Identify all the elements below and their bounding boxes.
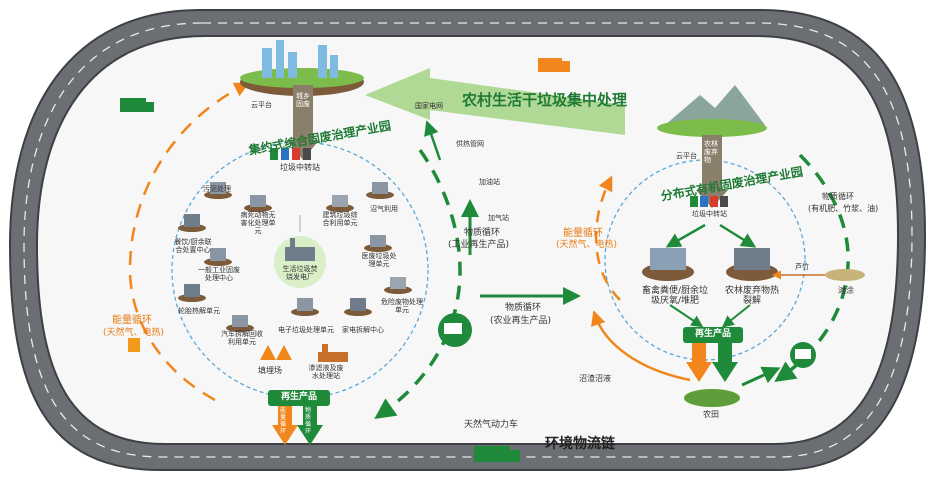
left-energy-down-arrow: [272, 406, 298, 445]
biogas-use-label: 沼气利用: [370, 205, 398, 213]
truck-right: [790, 342, 816, 368]
center-node-label: 生活垃圾焚烧发电厂: [282, 265, 318, 282]
kitchen-label: 餐饮/厨余联合处置中心: [174, 238, 212, 255]
left-energy-product-label: 能量循环: [280, 407, 287, 435]
material-industrial-line1: 物质循环: [464, 228, 501, 238]
medical-label: 医废垃圾处理单元: [361, 252, 397, 269]
left-material-down-arrow: [297, 406, 323, 445]
rural-collection-arrow: [365, 68, 625, 135]
left-transfer-label: 垃圾中转站: [280, 163, 320, 172]
left-bins: [270, 148, 311, 160]
material-agri-line2: (农业再生产品): [490, 316, 552, 326]
construction-label: 建筑垃圾综合利用单元: [322, 211, 358, 228]
truck-mid: [438, 313, 472, 347]
right-material-down-arrow: [712, 343, 738, 382]
right-recycled-box: [683, 327, 743, 343]
right-orange-loop-2: [591, 310, 691, 382]
tire-label: 轮胎热解单元: [178, 307, 220, 315]
road-center-line: [23, 22, 913, 458]
right-energy-cycle-line2: (天然气、电热): [556, 240, 618, 250]
right-transfer-label: 垃圾中转站: [692, 210, 727, 218]
beach-icon: [825, 269, 865, 281]
cloud-label: 云平台: [251, 101, 272, 109]
right-unit-icons: [642, 248, 778, 281]
ewaste-label: 电子垃圾处理单元: [278, 326, 334, 334]
left-energy-cycle-line2: (天然气、电热): [103, 328, 165, 338]
hazardous-label: 危险废物处理单元: [381, 298, 423, 315]
appliance-label: 家电拆解中心: [342, 326, 384, 334]
left-recycled-label: 再生产品: [280, 392, 317, 402]
farmland-label: 农田: [703, 410, 719, 419]
left-recycled-box: [268, 390, 330, 406]
bamboo-label: 芦竹: [795, 263, 809, 271]
garbage-truck-icon: [120, 98, 154, 112]
industrial-label: 一般工业固废处理中心: [198, 266, 240, 283]
right-waste-funnel: [702, 135, 722, 190]
material-agri-line1: 物质循环: [505, 303, 542, 313]
grid-up-arrow: [424, 120, 442, 161]
left-outer-green-loop: [374, 148, 462, 420]
forest-pyro-label: 农林废弃物热裂解: [724, 286, 779, 307]
rural-collection-label: 农村生活干垃圾集中处理: [462, 91, 628, 109]
city-buildings-icon: [262, 40, 338, 78]
right-to-recycled-l: [669, 304, 704, 328]
rural-waste-label: 农林废弃物: [704, 140, 718, 165]
right-recycled-label: 再生产品: [694, 329, 731, 339]
material-right-line1: 物质循环: [822, 192, 854, 201]
cloud-right-label: 云平台: [676, 152, 697, 160]
heating-label: 供热管网: [456, 140, 484, 148]
beach-label: 滩涂: [838, 286, 854, 295]
factory-icon: [285, 238, 315, 261]
left-inner-orange-loop: [128, 82, 250, 402]
state-grid-label: 国家电网: [415, 102, 443, 110]
right-mountain: [665, 85, 765, 125]
left-unit-icons: [178, 182, 412, 362]
leachate-label: 渗滤液及废水处理站: [308, 364, 344, 381]
right-to-recycled-r: [721, 304, 751, 328]
farm-to-right: [741, 366, 781, 387]
right-energy-down-arrow: [686, 343, 712, 382]
gas-station-label: 加油站: [479, 178, 500, 186]
right-split-left: [665, 223, 706, 248]
truck-top: [538, 58, 570, 72]
livestock-label: 畜禽粪便/厨余垃圾厌氧/堆肥: [641, 286, 709, 307]
left-energy-cycle-line1: 能量循环: [112, 315, 152, 326]
sludge-label: 污泥处理: [203, 185, 231, 193]
left-material-product-label: 物质循环: [305, 407, 312, 435]
material-industrial-line2: (工业再生产品): [448, 240, 510, 250]
right-bins: [690, 196, 728, 207]
dead-animal-label: 病死动物无害化处理单元: [240, 211, 276, 236]
gas-station2-label: 加气站: [488, 214, 509, 222]
material-right-line2: (有机肥、竹浆、油): [808, 204, 879, 213]
right-orange-loop: [594, 175, 621, 301]
truck-bottom: [474, 446, 520, 462]
left-waste-funnel: [293, 85, 313, 140]
landfill-label: 填埋场: [258, 366, 282, 375]
right-island: [657, 119, 767, 137]
road-inner: [35, 35, 900, 445]
env-logistics-label: 环境物流链: [545, 436, 615, 452]
car-dismantle-label: 汽车拆解回收利用单元: [221, 330, 263, 347]
right-energy-cycle-line1: 能量循环: [563, 228, 603, 239]
left-energy-icon: [128, 338, 140, 352]
city-rural-label: 城乡固废: [296, 92, 310, 109]
right-split-right: [719, 223, 757, 248]
farmland-icon: [684, 389, 740, 407]
cng-truck-label: 天然气动力车: [464, 420, 519, 430]
biogas-slurry-label: 沼渣沼液: [579, 374, 611, 383]
